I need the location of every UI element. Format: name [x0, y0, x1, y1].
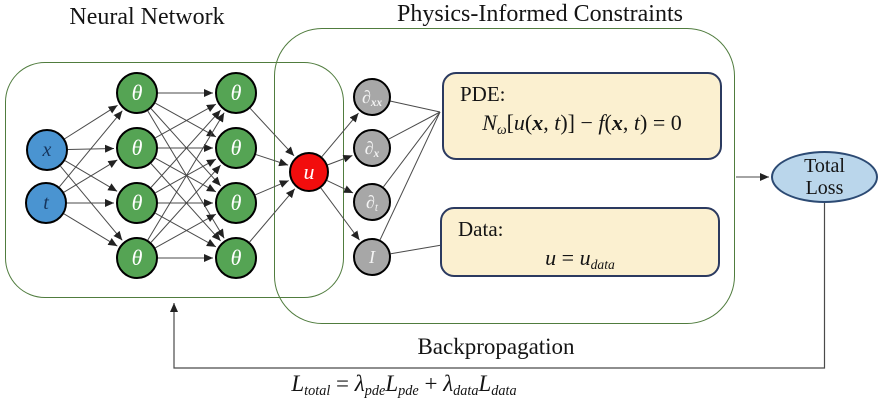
hidden-node: θ: [116, 182, 158, 224]
hidden-node: θ: [215, 237, 257, 279]
input-node-t: t: [25, 182, 67, 224]
data-box-title: Data:: [458, 217, 504, 241]
theta-label: θ: [230, 245, 242, 270]
output-node-u-label: u: [303, 159, 315, 184]
output-node-u: u: [289, 152, 329, 192]
theta-label: θ: [131, 245, 143, 270]
theta-label: θ: [131, 190, 143, 215]
title-physics-constraints: Physics-Informed Constraints: [397, 1, 683, 27]
dt-label: ∂t: [365, 191, 378, 215]
dx-label: ∂x: [364, 137, 380, 161]
hidden-node: θ: [116, 237, 158, 279]
input-node-t-label: t: [43, 192, 49, 214]
identity-node-i: I: [353, 238, 391, 276]
hidden-node: θ: [215, 182, 257, 224]
total-loss-line1: Total: [804, 154, 845, 177]
theta-label: θ: [131, 80, 143, 105]
hidden-node: θ: [116, 127, 158, 169]
total-loss-line2: Loss: [805, 177, 844, 199]
dxx-label: ∂xx: [361, 86, 383, 110]
loss-formula: Ltotal = λpdeLpde + λdataLdata: [291, 371, 517, 399]
derivative-node-dx: ∂x: [353, 129, 391, 167]
hidden-node: θ: [215, 127, 257, 169]
data-box: Data: u = udata: [440, 207, 720, 277]
hidden-node: θ: [116, 72, 158, 114]
title-neural-network: Neural Network: [69, 4, 225, 30]
theta-label: θ: [230, 80, 242, 105]
derivative-node-dt: ∂t: [353, 183, 391, 221]
data-formula: u = udata: [545, 245, 615, 272]
i-label: I: [369, 247, 375, 267]
derivative-node-dxx: ∂xx: [353, 78, 391, 116]
pde-box-title: PDE:: [460, 82, 506, 106]
theta-label: θ: [131, 135, 143, 160]
backpropagation-label: Backpropagation: [417, 334, 575, 359]
physics-constraints-frame: [274, 28, 735, 324]
theta-label: θ: [230, 135, 242, 160]
neural-network-frame: [5, 62, 344, 298]
hidden-node: θ: [215, 72, 257, 114]
input-node-x-label: x: [42, 139, 52, 161]
total-loss-ellipse: Total Loss: [771, 151, 878, 203]
pde-formula: Nω[u(x, t)] − f(x, t) = 0: [482, 110, 682, 137]
pde-box: PDE: Nω[u(x, t)] − f(x, t) = 0: [442, 72, 722, 160]
theta-label: θ: [230, 190, 242, 215]
input-node-x: x: [26, 129, 68, 171]
backpropagation-loop-arrow: [170, 203, 826, 369]
